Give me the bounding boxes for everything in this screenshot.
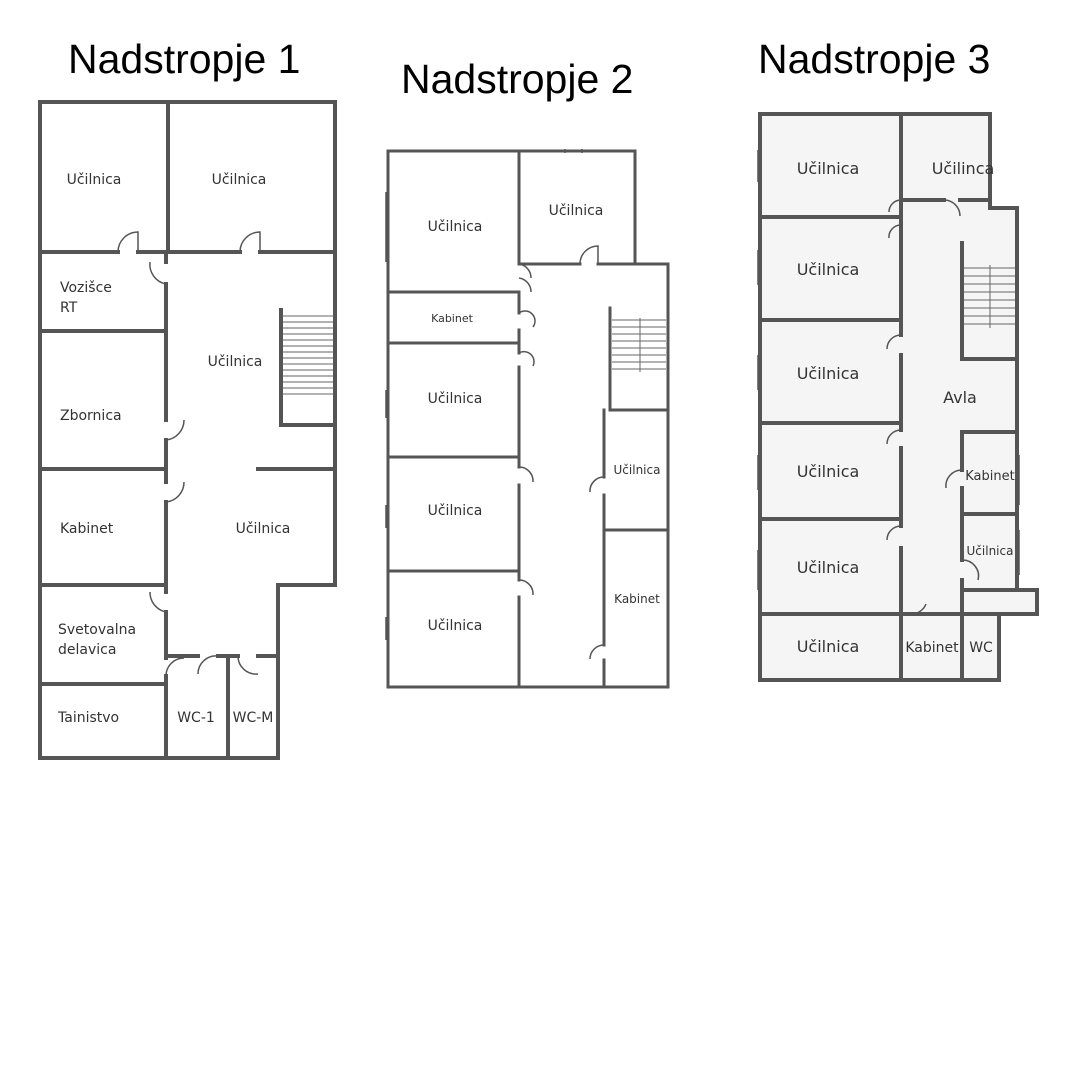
floor-2-plan: Učilnica Učilnica Kabinet Učilnica Učiln… xyxy=(385,149,670,689)
room-label: RT xyxy=(60,300,78,316)
room-label: Učilnica xyxy=(67,172,122,188)
stairs-icon xyxy=(283,315,333,395)
room-label: Kabinet xyxy=(905,640,959,656)
room-label: Kabinet xyxy=(60,521,114,537)
room-label: Učilnica xyxy=(428,219,483,235)
room-label: delavica xyxy=(58,642,116,658)
room-label: Učilnica xyxy=(797,260,860,279)
room-label: WC-M xyxy=(233,710,274,726)
floor-1-plan: Učilnica Učilnica Vozišce RT Učilnica Zb… xyxy=(38,100,337,760)
stairs-icon xyxy=(612,318,666,372)
room-label: Učilnica xyxy=(797,462,860,481)
room-label: Učilinca xyxy=(932,159,995,178)
room-label: WC xyxy=(969,640,993,656)
floor-3-title: Nadstropje 3 xyxy=(758,36,991,82)
room-label: Učilnica xyxy=(428,503,483,519)
room-label: Učilnica xyxy=(797,364,860,383)
room-label: Učilnica xyxy=(549,203,604,219)
room-label: WC-1 xyxy=(177,710,215,726)
room-label: Tainistvo xyxy=(57,710,119,726)
stairs-icon xyxy=(964,265,1015,328)
room-label: Učilnica xyxy=(797,159,860,178)
room-label: Učilnica xyxy=(797,558,860,577)
room-label: Kabinet xyxy=(965,469,1014,484)
room-label: Učilnica xyxy=(428,391,483,407)
room-label: Kabinet xyxy=(431,312,474,325)
room-label: Učilnica xyxy=(208,354,263,370)
floor-2-title: Nadstropje 2 xyxy=(401,56,634,102)
room-label: Svetovalna xyxy=(58,622,136,638)
room-label: Kabinet xyxy=(614,592,660,606)
floor-3-plan: Učilnica Učilinca Učilnica Učilnica Avla… xyxy=(757,112,1039,682)
room-label: Učilnica xyxy=(236,521,291,537)
room-label: Učilnica xyxy=(967,544,1014,558)
room-label: Zbornica xyxy=(60,408,122,424)
room-label: Vozišce xyxy=(60,280,112,296)
room-label: Učilnica xyxy=(428,618,483,634)
floor-1-title: Nadstropje 1 xyxy=(68,36,301,82)
room-label: Učilnica xyxy=(614,463,661,477)
room-label: Avla xyxy=(943,388,977,407)
room-label: Učilnica xyxy=(212,172,267,188)
room-label: Učilnica xyxy=(797,637,860,656)
